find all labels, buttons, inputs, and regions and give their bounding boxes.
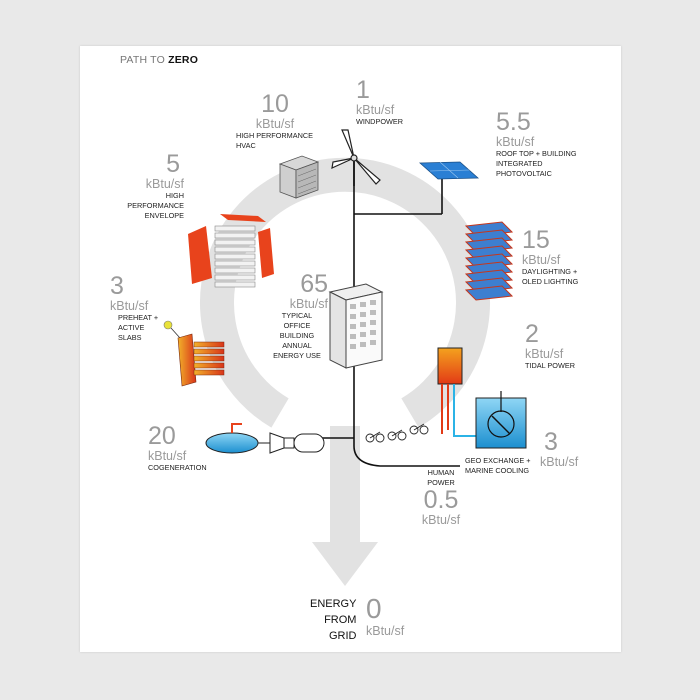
tidal-value: 2 [525, 320, 539, 348]
envelope-unit: kBtu/sf [145, 177, 184, 191]
wind-turbine-icon [331, 129, 381, 186]
daylighting-value: 15 [522, 226, 550, 254]
marine-tank-icon [475, 391, 527, 449]
preheat-value: 3 [110, 272, 124, 300]
windpower-unit: kBtu/sf [356, 103, 395, 117]
photovoltaic-unit: kBtu/sf [496, 135, 535, 149]
energy-ring [200, 157, 490, 586]
office-value: 65 [300, 270, 328, 298]
down-arrow [312, 542, 378, 586]
envelope-icon [188, 214, 274, 288]
page-title: PATH TO ZERO [120, 54, 199, 66]
path-to-zero-illustration [163, 129, 527, 586]
geo-value-group: 3 kBtu/sf [540, 428, 579, 470]
grid-value-group: 0 kBtu/sf [366, 593, 405, 639]
hvac-value: 10 [261, 90, 289, 118]
geo-label: GEO EXCHANGE +MARINE COOLING [465, 456, 531, 476]
cogeneration-label: 20 kBtu/sf COGENERATION [148, 424, 207, 473]
grid-value: 0 [366, 593, 382, 624]
tidal-desc: TIDAL POWER [525, 361, 576, 370]
hvac-unit-icon [278, 155, 320, 199]
windpower-desc: WINDPOWER [356, 117, 404, 126]
windpower-label: 1 kBtu/sf WINDPOWER [356, 78, 403, 127]
preheat-slabs-icon [163, 320, 225, 387]
tidal-label: 2 kBtu/sf TIDAL POWER [525, 322, 575, 371]
daylighting-label: 15 kBtu/sf DAYLIGHTING +OLED LIGHTING [522, 228, 578, 287]
human-value: 0.5 [423, 486, 459, 514]
hvac-unit: kBtu/sf [255, 117, 295, 131]
cogeneration-desc: COGENERATION [148, 463, 207, 472]
geo-value: 3 [544, 428, 558, 456]
office-unit: kBtu/sf [289, 297, 328, 311]
photovoltaic-value: 5.5 [496, 108, 531, 136]
daylighting-unit: kBtu/sf [522, 253, 561, 267]
solar-panel-icon [418, 161, 480, 180]
preheat-unit: kBtu/sf [110, 299, 149, 313]
geo-desc: GEO EXCHANGE +MARINE COOLING [465, 456, 531, 475]
office-building-icon [328, 283, 384, 369]
human-power-icon [365, 423, 429, 443]
tidal-unit: kBtu/sf [525, 347, 564, 361]
infographic-card: PATH TO ZERO 1 kBtu/sf WINDPOWER 10 kBtu… [80, 46, 621, 652]
daylighting-desc: DAYLIGHTING +OLED LIGHTING [522, 267, 579, 286]
envelope-value: 5 [166, 150, 180, 178]
cogeneration-icon [205, 423, 325, 454]
daylighting-panels-icon [464, 221, 514, 301]
geo-unit: kBtu/sf [540, 455, 579, 469]
cogeneration-unit: kBtu/sf [148, 449, 187, 463]
windpower-value: 1 [356, 76, 370, 104]
grid-unit: kBtu/sf [366, 624, 405, 638]
human-unit: kBtu/sf [421, 513, 461, 527]
cogeneration-value: 20 [148, 422, 176, 450]
tidal-heater-icon [437, 347, 476, 437]
